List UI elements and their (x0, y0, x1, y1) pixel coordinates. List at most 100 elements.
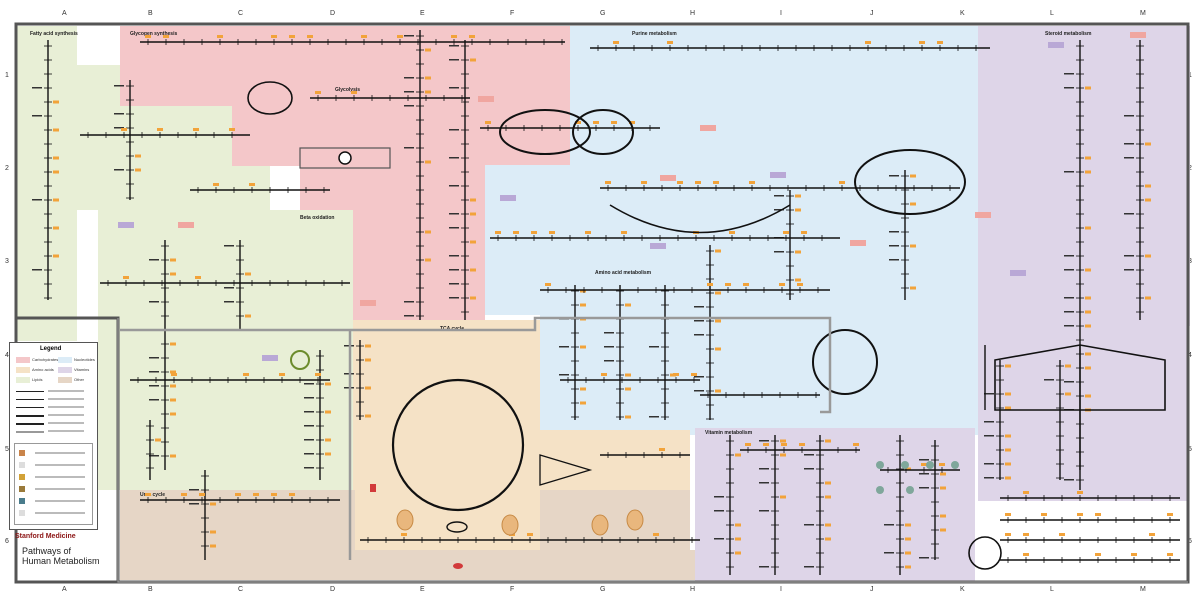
glycogen-cycle (247, 81, 293, 115)
legend-line-style-3 (16, 415, 44, 417)
enzyme-hmark-20-216 (213, 183, 219, 186)
enzyme-mark-2-344 (170, 342, 176, 346)
enzyme-mark-3-274 (245, 272, 251, 276)
metabolite-label-12-256 (1064, 255, 1074, 257)
grid-row-right-5: 5 (1188, 446, 1192, 453)
legend-symbol-text-5 (35, 512, 85, 514)
region-glycolysis-title: Glycolysis (335, 87, 361, 93)
label-chip-2 (660, 175, 676, 181)
legend-line-style-4 (16, 423, 44, 425)
region-lipid-lower-area-1 (120, 330, 350, 490)
enzyme-hmark-1-616 (613, 41, 619, 44)
enzyme-hmark-19-662 (659, 448, 665, 451)
metabolite-label-2-372 (149, 371, 159, 373)
enzyme-hmark-12-404 (401, 533, 407, 536)
enzyme-hmark-14-1044 (1041, 513, 1047, 516)
enzyme-mark-16-497 (825, 495, 831, 499)
enzyme-hmark-21-196 (193, 128, 199, 131)
metabolite-label-6-375 (559, 374, 569, 376)
metabolite-label-19-394 (984, 393, 994, 395)
metabolite-label-22-504 (189, 503, 199, 505)
label-chip-12 (178, 222, 194, 228)
metabolite-label-13-158 (1124, 157, 1134, 159)
metabolite-label-4-78 (404, 77, 414, 79)
vitamin-cofactor-1 (901, 461, 909, 469)
label-chip-9 (650, 243, 666, 249)
legend-line-style-1 (16, 399, 44, 400)
metabolite-label-1-86 (114, 85, 124, 87)
enzyme-mark-23-440 (325, 438, 331, 442)
enzyme-mark-15-497 (780, 495, 786, 499)
metabolite-label-14-497 (714, 496, 724, 498)
enzyme-mark-10-196 (795, 194, 801, 198)
grid-col-top-L: L (1050, 10, 1054, 17)
legend-symbol-text-0 (35, 452, 85, 454)
metabolite-label-11-176 (889, 175, 899, 177)
metabolite-label-8-347 (649, 346, 659, 348)
enzyme-mark-16-525 (825, 523, 831, 527)
grid-col-top-B: B (148, 10, 153, 17)
metabolite-label-3-246 (224, 245, 234, 247)
enzyme-mark-18-516 (940, 514, 946, 518)
triangle-pathway (539, 454, 593, 486)
enzyme-hmark-0-220 (217, 35, 223, 38)
enzyme-mark-24-346 (365, 344, 371, 348)
grid-col-top-D: D (330, 10, 336, 17)
urea-cycle (812, 329, 878, 395)
metabolite-label-5-298 (449, 297, 459, 299)
metabolite-label-12-172 (1064, 171, 1074, 173)
enzyme-hmark-10-174 (171, 373, 177, 376)
enzyme-hmark-13-1026 (1023, 491, 1029, 494)
enzyme-mark-11-246 (910, 244, 916, 248)
enzyme-hmark-5-534 (531, 231, 537, 234)
metabolite-label-12-326 (1064, 325, 1074, 327)
metabolite-label-15-567 (759, 566, 769, 568)
metabolite-label-5-228 (449, 227, 459, 229)
enzyme-mark-12-396 (1085, 394, 1091, 398)
enzyme-hmark-1-922 (919, 41, 925, 44)
legend-symbol-text-3 (35, 488, 85, 490)
metabolite-label-0-116 (32, 115, 42, 117)
enzyme-mark-5-270 (470, 268, 476, 272)
vitamin-cofactor-4 (876, 486, 884, 494)
grey-transport-route-a (120, 316, 832, 414)
metabolite-label-5-88 (449, 87, 459, 89)
metabolite-label-12-88 (1064, 87, 1074, 89)
legend-line-text-3 (48, 414, 84, 416)
enzyme-hmark-17-766 (763, 443, 769, 446)
enzyme-mark-7-389 (625, 387, 631, 391)
pentose-cycle-b (572, 109, 634, 155)
legend-title: Legend (40, 346, 62, 352)
enzyme-mark-6-291 (580, 289, 586, 293)
metabolite-label-4-106 (404, 105, 414, 107)
enzyme-hmark-1-940 (937, 41, 943, 44)
enzyme-hmark-0-148 (145, 35, 151, 38)
metabolite-label-2-260 (149, 259, 159, 261)
metabolite-label-5-256 (449, 255, 459, 257)
enzyme-mark-19-450 (1005, 448, 1011, 452)
metabolite-label-4-148 (404, 147, 414, 149)
enzyme-hmark-15-1008 (1005, 533, 1011, 536)
metabolite-label-5-186 (449, 185, 459, 187)
enzyme-mark-2-372 (170, 370, 176, 374)
enzyme-hmark-10-318 (315, 373, 321, 376)
label-chip-6 (1130, 32, 1146, 38)
metabolite-label-4-302 (404, 301, 414, 303)
legend-line-text-0 (48, 390, 84, 392)
enzyme-mark-6-347 (580, 345, 586, 349)
legend-swatch-5 (58, 377, 72, 383)
enzyme-hmark-17-856 (853, 443, 859, 446)
enzyme-mark-24-360 (365, 358, 371, 362)
enzyme-mark-1-156 (135, 154, 141, 158)
legend-symbol-text-2 (35, 476, 85, 478)
metabolite-label-23-454 (304, 453, 314, 455)
enzyme-mark-20-394 (1065, 392, 1071, 396)
grid-col-bottom-K: K (960, 586, 965, 593)
enzyme-hmark-12-656 (653, 533, 659, 536)
label-chip-10 (700, 125, 716, 131)
metabolite-label-12-298 (1064, 297, 1074, 299)
enzyme-mark-2-400 (170, 398, 176, 402)
enzyme-mark-0-172 (53, 170, 59, 174)
metabolite-label-2-302 (149, 301, 159, 303)
grid-col-top-H: H (690, 10, 696, 17)
